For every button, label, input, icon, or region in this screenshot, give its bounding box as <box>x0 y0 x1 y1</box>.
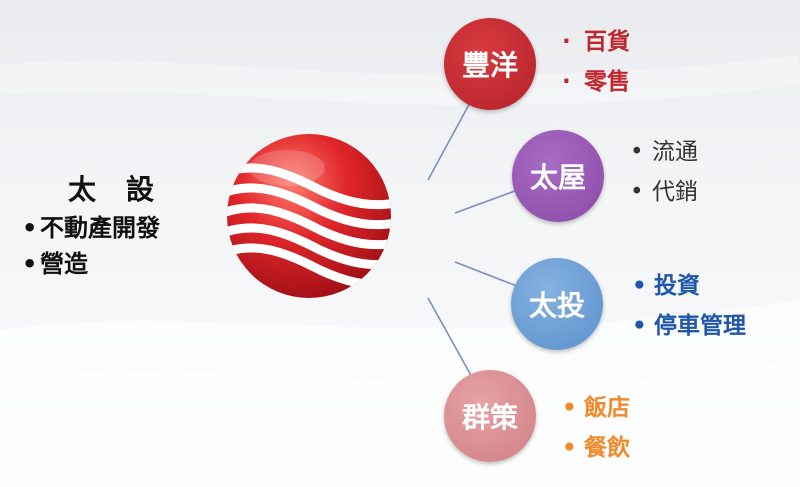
list-item: •代銷 <box>630 179 698 205</box>
branch-node-qunce: 群策 <box>444 370 536 462</box>
hub-item: •營造 <box>22 250 88 278</box>
branch-label: 群策 <box>461 401 518 434</box>
list-item: ·零售 <box>562 69 630 95</box>
list-item: •飯店 <box>562 395 630 421</box>
branch-label: 太屋 <box>529 161 586 194</box>
branch-items-taitou: •投資 •停車管理 <box>632 266 746 346</box>
branch-node-taitou: 太投 <box>511 258 603 350</box>
branch-items-taiwu: •流通 •代銷 <box>630 132 698 212</box>
branch-node-taiwu: 太屋 <box>512 130 604 222</box>
list-item: •餐飲 <box>562 435 630 461</box>
branch-items-fengyang: ·百貨 ·零售 <box>562 22 630 102</box>
list-item: •投資 <box>632 273 700 299</box>
connector-line-2 <box>454 187 524 214</box>
hub-text: 太設 •不動產開發 •營造 <box>22 168 184 282</box>
branch-label: 豐洋 <box>461 49 518 82</box>
company-logo <box>227 134 391 298</box>
branch-items-qunce: •飯店 •餐飲 <box>562 388 630 468</box>
branch-label: 太投 <box>528 289 585 322</box>
connector-line-3 <box>454 261 523 289</box>
list-item: •流通 <box>630 139 698 165</box>
list-item: •停車管理 <box>632 313 746 339</box>
hub-title: 太設 <box>68 173 185 206</box>
hub-item: •不動產開發 <box>22 214 160 242</box>
branch-node-fengyang: 豐洋 <box>444 18 536 110</box>
list-item: ·百貨 <box>562 29 630 55</box>
connector-line-4 <box>427 297 479 389</box>
